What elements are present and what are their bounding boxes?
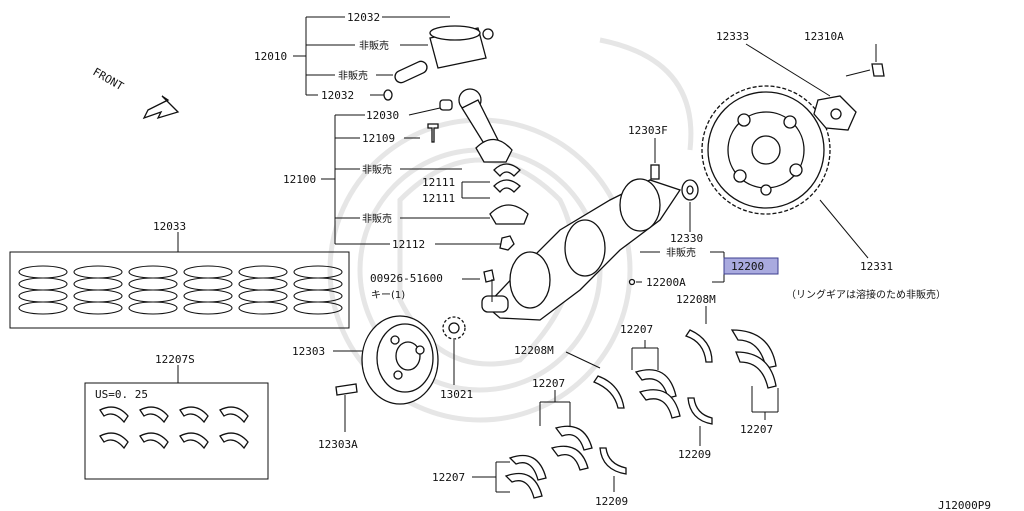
label-ring-gear-note: （リングギアは溶接のため非販売） [786,288,946,301]
label-not-sold-1: 非販売 [359,39,389,52]
piston-ring [293,265,343,279]
label-12209-left: 12209 [595,495,628,508]
piston-ring [238,301,288,315]
label-12310A: 12310A [804,30,844,43]
bearing-shell [179,406,209,424]
piston-ring [293,277,343,291]
bearing-shell [99,432,129,450]
piston-ring [128,265,178,279]
undersize-set [84,365,269,480]
label-12010: 12010 [254,50,287,63]
piston-ring [18,265,68,279]
crank-pulley [333,315,466,432]
label-12200A: 12200A [646,276,686,289]
bearing-shell [179,432,209,450]
label-12111-b: 12111 [422,192,455,205]
piston-ring [183,265,233,279]
label-12303A: 12303A [318,438,358,451]
ring-set [9,232,350,329]
label-12033: 12033 [153,220,186,233]
label-12111-a: 12111 [422,176,455,189]
piston-ring [18,277,68,291]
label-not-sold-3: 非販売 [362,163,392,176]
conrod-group [321,88,529,251]
piston-ring [183,289,233,303]
piston-ring [18,289,68,303]
label-12208M-right: 12208M [676,293,716,306]
front-arrow: FRONT [91,65,180,120]
label-12207-middle: 12207 [620,323,653,336]
piston-ring [293,301,343,315]
piston-ring [73,289,123,303]
label-12109: 12109 [362,132,395,145]
label-12330: 12330 [670,232,703,245]
label-12331: 12331 [860,260,893,273]
piston-ring [238,277,288,291]
flywheel [701,43,885,259]
label-12112: 12112 [392,238,425,251]
label-12032-top: 12032 [347,11,380,24]
label-key: キー(1) [371,290,405,301]
piston-ring [128,277,178,291]
label-12207-lower: 12207 [532,377,565,390]
label-not-sold-4: 非販売 [362,212,392,225]
label-12207-bottom: 12207 [432,471,465,484]
piston-ring [73,301,123,315]
bearing-shell [99,406,129,424]
piston-group [293,16,494,101]
label-12207S: 12207S [155,353,195,366]
label-not-sold-5: 非販売 [666,246,696,259]
label-12032-bottom: 12032 [321,89,354,102]
piston-ring [128,301,178,315]
label-00926-51600: 00926-51600 [370,272,443,285]
callout-labels: 12032 12010 非販売 非販売 12032 12030 12109 非販… [95,11,991,511]
label-12303F: 12303F [628,124,668,137]
piston-ring [238,289,288,303]
piston-ring [183,277,233,291]
label-12208M-left: 12208M [514,344,554,357]
bearing-shell [139,406,169,424]
label-12030: 12030 [366,109,399,122]
label-12303: 12303 [292,345,325,358]
crankshaft [462,138,779,321]
piston-ring [238,265,288,279]
label-12200[interactable]: 12200 [731,260,764,273]
label-undersize: US=0. 25 [95,388,148,401]
bearing-shell [219,432,249,450]
piston-ring [183,301,233,315]
diagram-code: J12000P9 [938,499,991,511]
piston-ring [73,277,123,291]
bearing-shell [139,432,169,450]
label-not-sold-2: 非販売 [338,69,368,82]
label-12333: 12333 [716,30,749,43]
main-bearings [472,306,779,499]
piston-ring [128,289,178,303]
label-12100: 12100 [283,173,316,186]
bearing-shell [219,406,249,424]
piston-ring [18,301,68,315]
label-12207-right: 12207 [740,423,773,436]
label-12209-right: 12209 [678,448,711,461]
label-13021: 13021 [440,388,473,401]
front-label: FRONT [91,65,127,93]
piston-ring [73,265,123,279]
